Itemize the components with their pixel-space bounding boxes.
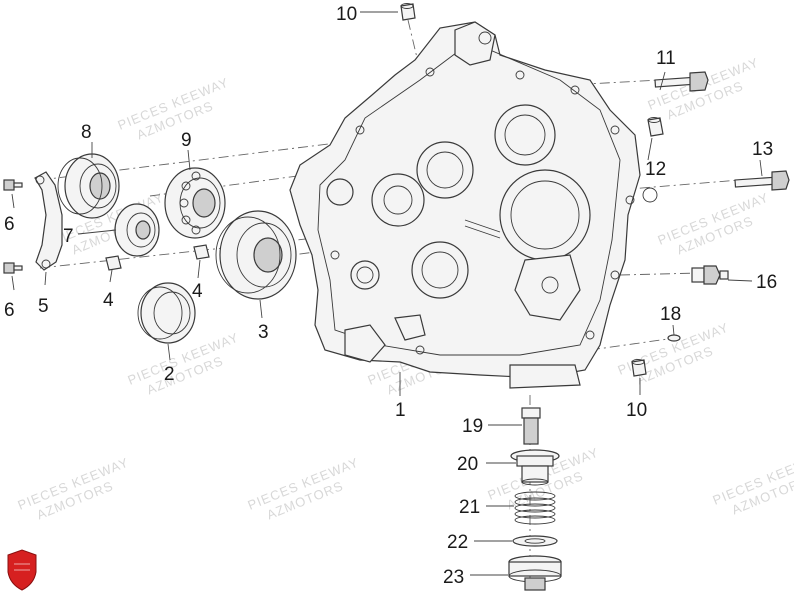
- part-7-bearing: [114, 203, 160, 257]
- callout-6-bottom: 6: [4, 300, 15, 321]
- brand-shield-logo: [7, 549, 37, 591]
- callout-23: 23: [443, 567, 464, 588]
- part-8-bearing: [57, 153, 120, 219]
- part-23-drain-plug: [508, 555, 562, 591]
- watermark-8: PIECES KEEWAY AZMOTORS: [16, 454, 131, 522]
- callout-18: 18: [660, 304, 681, 325]
- part-4-dowel-right: [193, 244, 210, 260]
- part-5-retainer-plate: [34, 171, 63, 271]
- callout-22: 22: [447, 532, 468, 553]
- callout-9: 9: [181, 130, 192, 151]
- part-6-screw-bottom: [3, 262, 23, 274]
- leader-lines: [11, 11, 763, 576]
- callout-20: 20: [457, 454, 478, 475]
- watermark-9: PIECES KEEWAY AZMOTORS: [246, 454, 361, 522]
- callout-12: 12: [645, 159, 666, 180]
- part-4-dowel-left: [105, 255, 122, 271]
- part-21-spring: [514, 491, 556, 525]
- watermark-11: PIECES KEEWAY AZMOTORS: [711, 449, 794, 517]
- callout-8: 8: [81, 122, 92, 143]
- callout-11: 11: [656, 48, 676, 69]
- watermark-5: PIECES KEEWAY AZMOTORS: [126, 329, 241, 397]
- callout-10-top: 10: [336, 4, 357, 25]
- callout-4-left: 4: [103, 290, 114, 311]
- watermark-4: PIECES KEEWAY AZMOTORS: [656, 189, 771, 257]
- part-6-screw-top: [3, 179, 23, 191]
- callout-13: 13: [752, 139, 773, 160]
- callout-2: 2: [164, 364, 175, 385]
- part-10-dowel-bottom: [631, 359, 647, 377]
- part-20-cap: [510, 449, 560, 486]
- part-9-bearing: [164, 167, 226, 239]
- watermark-7: PIECES KEEWAY AZMOTORS: [616, 319, 731, 387]
- callout-7: 7: [63, 226, 74, 247]
- part-11-bolt: [654, 71, 709, 92]
- callout-4-right: 4: [192, 281, 203, 302]
- part-19-plug: [521, 407, 541, 445]
- part-10-dowel-top: [400, 3, 416, 21]
- callout-6-top: 6: [4, 214, 15, 235]
- part-2-oil-seal: [137, 282, 196, 344]
- callout-1: 1: [395, 400, 406, 421]
- part-13-bolt: [734, 170, 790, 191]
- part-3-bearing: [215, 210, 297, 300]
- callout-3: 3: [258, 322, 269, 343]
- watermark-1: PIECES KEEWAY AZMOTORS: [116, 74, 231, 142]
- part-22-washer: [512, 535, 558, 547]
- part-18-pin: [667, 334, 681, 342]
- part-12-dowel-pin: [647, 117, 664, 137]
- part-1-crankcase: [289, 21, 658, 389]
- callout-21: 21: [459, 497, 480, 518]
- callout-10-bottom: 10: [626, 400, 647, 421]
- callout-labels: 10 8 9 7 6 6 5 4 4 3 2 1 10 11 12 13 16 …: [4, 4, 777, 588]
- callout-5: 5: [38, 296, 49, 317]
- callout-19: 19: [462, 416, 483, 437]
- part-16-fitting: [691, 265, 729, 285]
- callout-16: 16: [756, 272, 777, 293]
